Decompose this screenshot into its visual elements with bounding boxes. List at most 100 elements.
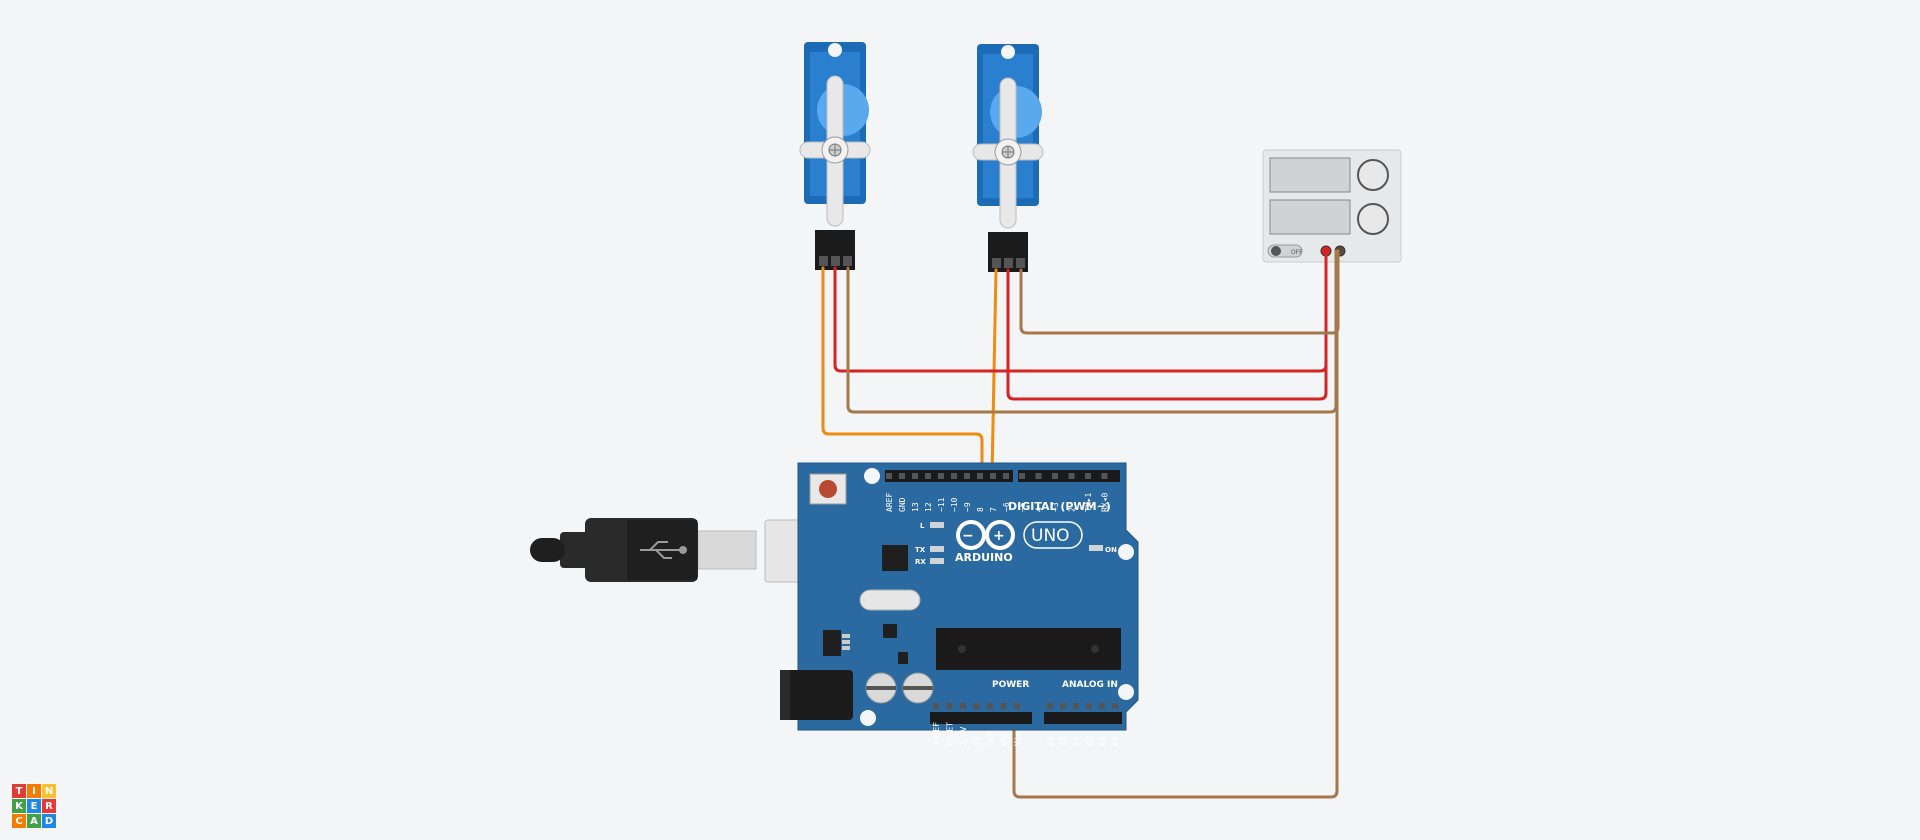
pin-label: A1 bbox=[1059, 736, 1068, 746]
pin-label: A2 bbox=[1072, 736, 1081, 746]
header-pin[interactable] bbox=[938, 473, 944, 479]
logo-letter: A bbox=[27, 814, 41, 828]
analog-header-label: ANALOG IN bbox=[1062, 680, 1118, 690]
pin-label: A3 bbox=[1085, 736, 1094, 746]
header-pin[interactable] bbox=[964, 473, 970, 479]
board-brand: ARDUINO bbox=[955, 551, 1013, 564]
header-pin[interactable] bbox=[1060, 703, 1066, 709]
atmega-chip bbox=[936, 628, 1121, 670]
header-pin[interactable] bbox=[1047, 703, 1053, 709]
pin-label: 7 bbox=[989, 507, 998, 512]
ground-wire-servo-2 bbox=[1019, 249, 1340, 335]
header-pin[interactable] bbox=[1101, 473, 1108, 479]
header-pin[interactable] bbox=[1068, 473, 1075, 479]
digital-header-label: DIGITAL (PWM~) bbox=[1008, 500, 1111, 513]
header-pin[interactable] bbox=[973, 703, 980, 709]
pin-label: 13 bbox=[911, 502, 920, 512]
usb-chip bbox=[882, 545, 908, 571]
pin-label: 5V bbox=[973, 736, 982, 746]
voltage-regulator bbox=[823, 630, 841, 656]
header-pin[interactable] bbox=[1052, 473, 1058, 479]
led-on-label: ON bbox=[1105, 546, 1117, 554]
header-pin[interactable] bbox=[886, 473, 892, 479]
minus-glyph: − bbox=[962, 528, 974, 544]
pin-label: 3.3V bbox=[959, 727, 968, 746]
header-pin[interactable] bbox=[1003, 473, 1009, 479]
pin-label: RESET bbox=[946, 722, 955, 746]
logo-letter: R bbox=[42, 799, 56, 813]
dc-power-supply[interactable]: OFF bbox=[1262, 149, 1402, 263]
logo-letter: N bbox=[42, 784, 56, 798]
usb-cable[interactable] bbox=[530, 518, 851, 583]
plus-glyph: + bbox=[993, 528, 1005, 544]
header-pin[interactable] bbox=[1085, 473, 1091, 479]
pin-label: 8 bbox=[976, 507, 985, 512]
pin-label: GND bbox=[986, 731, 995, 746]
signal-wire-servo-1 bbox=[821, 266, 984, 478]
header-pin[interactable] bbox=[1000, 703, 1007, 709]
power-switch-label: OFF bbox=[1291, 249, 1303, 256]
header-pin[interactable] bbox=[1099, 703, 1105, 709]
servo-motor-2[interactable] bbox=[972, 44, 1044, 272]
header-pin[interactable] bbox=[1086, 703, 1092, 709]
header-pin[interactable] bbox=[1035, 473, 1042, 479]
pin-label: AREF bbox=[885, 493, 894, 512]
dc-power-jack[interactable] bbox=[785, 670, 853, 720]
header-pin[interactable] bbox=[1014, 703, 1020, 709]
pin-label: 12 bbox=[924, 502, 933, 512]
arduino-infinity-icon bbox=[956, 520, 1015, 550]
header-pin[interactable] bbox=[960, 703, 966, 709]
logo-letter: I bbox=[27, 784, 41, 798]
header-pin[interactable] bbox=[987, 703, 993, 709]
pin-label: ~3 bbox=[1051, 502, 1060, 512]
crystal-oscillator bbox=[859, 589, 921, 611]
pin-label: A5 bbox=[1111, 736, 1120, 746]
header-pin[interactable] bbox=[946, 703, 953, 709]
header-pin[interactable] bbox=[951, 473, 957, 479]
header-pin[interactable] bbox=[1019, 473, 1025, 479]
pin-label: TX▸1 bbox=[1084, 493, 1093, 512]
analog-header[interactable] bbox=[1044, 712, 1122, 724]
pin-label: ~10 bbox=[950, 497, 959, 512]
logo-letter: C bbox=[12, 814, 26, 828]
pin-label: ~6 bbox=[1002, 502, 1011, 512]
usb-icon bbox=[640, 541, 687, 559]
logo-letter: K bbox=[12, 799, 26, 813]
power-header[interactable] bbox=[930, 712, 1032, 724]
led-l-label: L bbox=[920, 522, 925, 530]
header-pin[interactable] bbox=[912, 473, 918, 479]
pin-label: A4 bbox=[1098, 736, 1107, 746]
pin-label: 4 bbox=[1035, 507, 1044, 512]
pin-label: 2 bbox=[1068, 507, 1077, 512]
led-tx-label: TX bbox=[915, 546, 926, 554]
servo-motor-1[interactable] bbox=[799, 42, 871, 270]
header-pin[interactable] bbox=[990, 473, 996, 479]
led-rx bbox=[930, 558, 944, 564]
analog-pin-labels: A0 A1 A2 A3 A4 A5 bbox=[1046, 703, 1120, 746]
reset-button[interactable] bbox=[809, 473, 847, 505]
pin-label: ~9 bbox=[963, 502, 972, 512]
signal-wire-servo-2 bbox=[990, 268, 998, 478]
header-pin[interactable] bbox=[1112, 703, 1118, 709]
pin-label: ~5 bbox=[1018, 502, 1027, 512]
wires bbox=[821, 249, 1340, 799]
power-wire-servo-2 bbox=[1006, 249, 1328, 401]
led-on bbox=[1089, 545, 1103, 551]
header-pin[interactable] bbox=[933, 703, 939, 709]
logo-letter: E bbox=[27, 799, 41, 813]
pin-label: A0 bbox=[1046, 736, 1055, 746]
pin-label: GND bbox=[1000, 731, 1009, 746]
led-tx bbox=[930, 546, 944, 552]
header-pin[interactable] bbox=[977, 473, 983, 479]
header-pin[interactable] bbox=[899, 473, 905, 479]
logo-letter: T bbox=[12, 784, 26, 798]
header-pin[interactable] bbox=[925, 473, 931, 479]
header-pin[interactable] bbox=[1073, 703, 1079, 709]
pin-label: ~11 bbox=[937, 497, 946, 512]
pin-label: IOREF bbox=[932, 722, 941, 746]
